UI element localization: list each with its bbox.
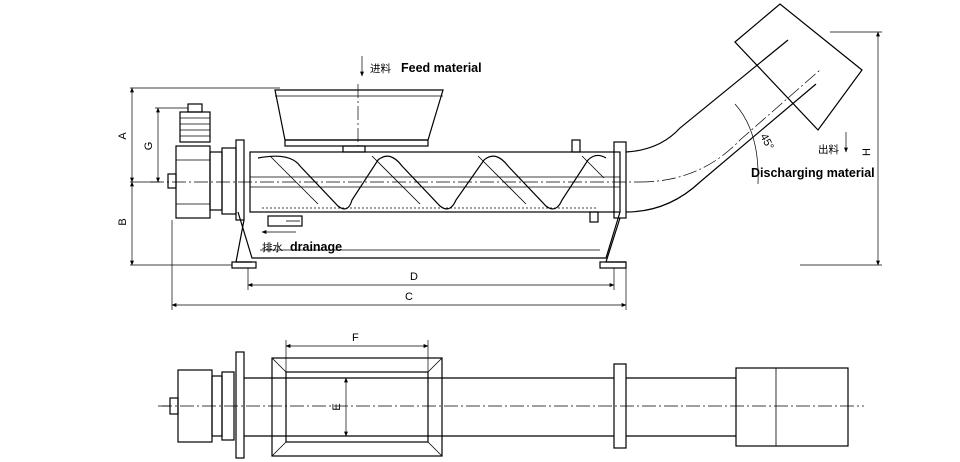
water-tank: [237, 211, 621, 259]
top-left-plate: [235, 351, 245, 459]
top-hopper: [271, 357, 443, 457]
feed-label-cn: 进料: [370, 62, 391, 75]
dim-H: H: [861, 148, 873, 156]
motor: [179, 103, 211, 143]
dim-E: E: [331, 403, 343, 410]
discharge-label-en: Discharging material: [751, 166, 875, 180]
drain-pipe: [267, 215, 303, 227]
side-labels: 进料 Feed material 出料 Discharging material…: [261, 56, 875, 254]
screw-flights: [257, 154, 607, 210]
discharge-chute: [625, 3, 863, 213]
feed-label-en: Feed material: [401, 61, 482, 75]
dim-G: G: [143, 142, 155, 151]
top-view: F E: [158, 332, 864, 459]
dim-F: F: [352, 332, 359, 344]
side-view: [150, 3, 863, 269]
left-leg: [235, 219, 252, 263]
grease-nipple: [571, 139, 581, 153]
angle-label: 45°: [757, 132, 775, 152]
left-end-plate: [235, 139, 245, 221]
dim-C: C: [405, 291, 413, 303]
dim-B: B: [117, 218, 129, 225]
top-discharge-box: [735, 367, 849, 447]
hopper: [274, 89, 444, 153]
dim-D: D: [410, 271, 418, 283]
drainage-label-cn: 排水: [262, 241, 283, 254]
drainage-label-en: drainage: [290, 240, 342, 254]
top-right-plate: [613, 363, 627, 449]
bearing-flange: [221, 147, 237, 215]
dim-A: A: [117, 132, 129, 140]
discharge-label-cn: 出料: [818, 143, 839, 156]
